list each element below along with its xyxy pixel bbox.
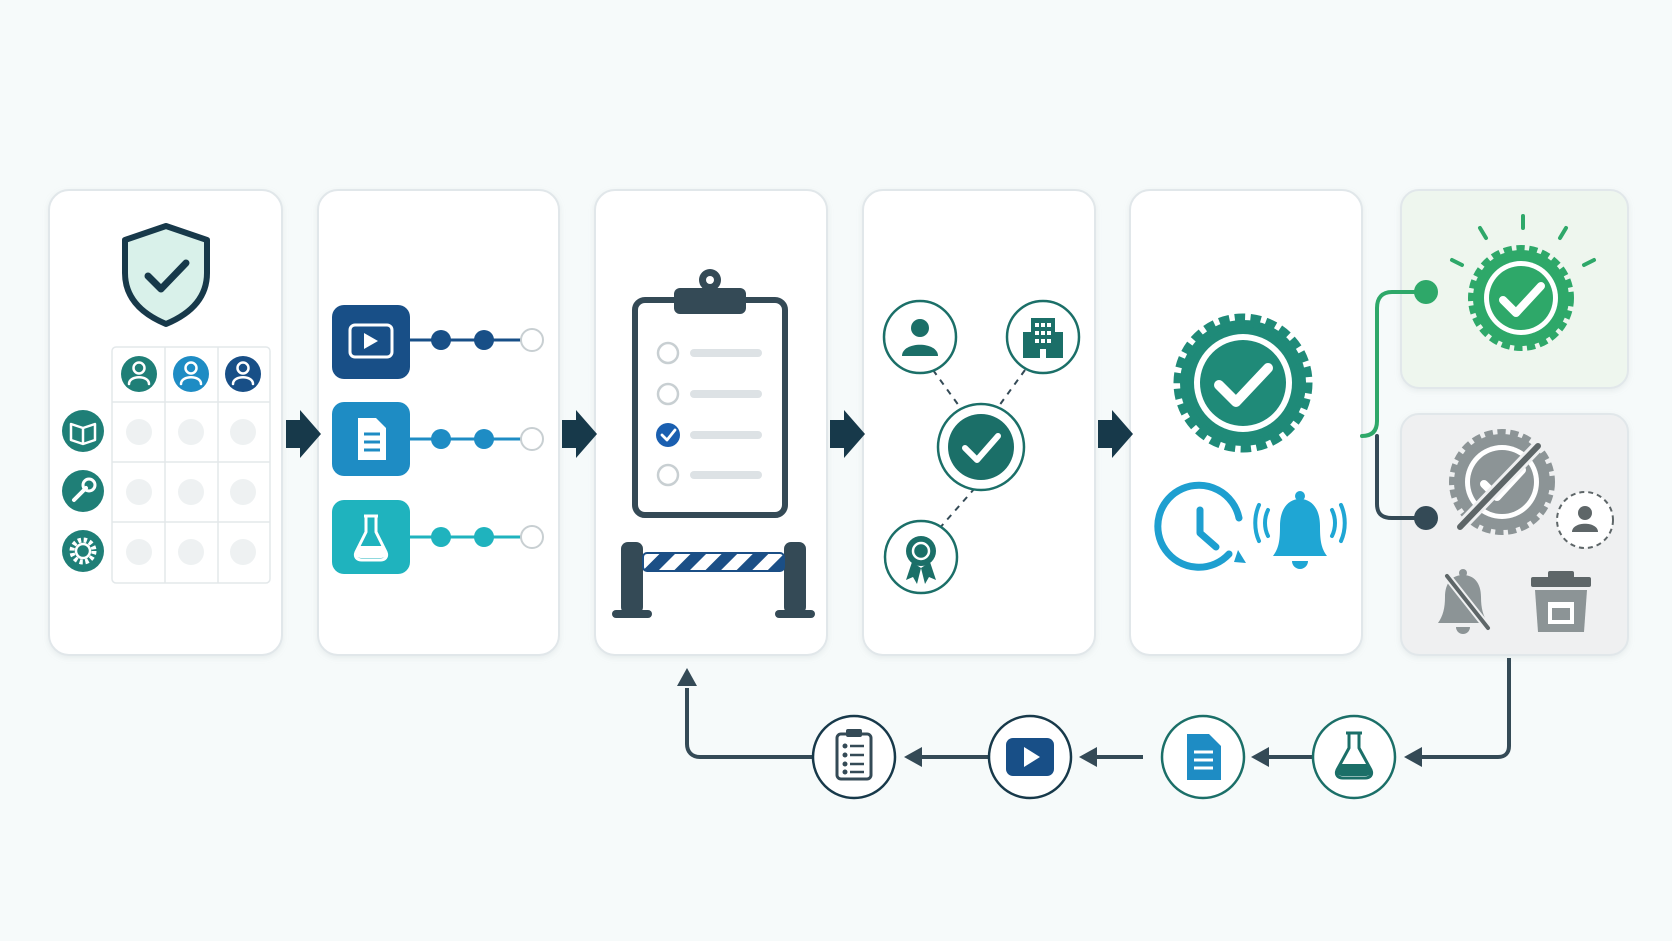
book-icon: [62, 410, 104, 452]
flask-icon: [332, 500, 410, 574]
award-badge-icon: [883, 519, 959, 595]
loop-step-video: [987, 714, 1073, 800]
loop-step-document: [1160, 714, 1246, 800]
branch-node-revoked: [1414, 506, 1438, 530]
wrench-icon: [62, 470, 104, 512]
bell-off-icon: [1438, 569, 1492, 634]
user-icon: [882, 299, 958, 375]
track-lab: [332, 500, 544, 574]
building-icon: [1005, 299, 1081, 375]
matrix-row-icons: [62, 410, 104, 572]
permission-matrix: [111, 346, 271, 584]
gear-icon: [62, 530, 104, 572]
outcome-branch: [1360, 290, 1428, 520]
user-icon: [121, 356, 157, 392]
matrix-cells: [126, 419, 256, 565]
branch-node-success: [1414, 280, 1438, 304]
check-circle-icon: [936, 402, 1026, 492]
badge-slashed-icon: [1449, 429, 1555, 535]
video-icon: [1006, 738, 1054, 776]
verified-badge-icon: [1450, 214, 1596, 351]
arrow-right-icon: [562, 410, 597, 458]
matrix-header-users: [121, 356, 261, 392]
clipboard-icon: [835, 729, 873, 781]
loop-step-lab: [1311, 714, 1397, 800]
user-icon: [1556, 491, 1614, 549]
barrier-gate-icon: [612, 542, 815, 618]
verified-badge-icon: [1173, 313, 1313, 453]
user-icon: [173, 356, 209, 392]
loop-step-checklist: [811, 714, 897, 800]
checklist: [656, 341, 762, 487]
retraining-loop-lines: [685, 658, 1511, 759]
document-icon: [1187, 734, 1221, 780]
track-video: [332, 305, 544, 379]
bell-ringing-icon: [1253, 491, 1347, 569]
arrow-right-icon: [830, 410, 865, 458]
flask-icon: [1334, 731, 1374, 780]
user-icon: [225, 356, 261, 392]
loop-arrowheads: [677, 668, 1422, 767]
track-document: [332, 402, 544, 476]
shield-check-icon: [122, 223, 210, 327]
arrow-right-icon: [1098, 410, 1133, 458]
checkbox-checked-icon: [656, 423, 680, 447]
arrow-right-icon: [286, 410, 321, 458]
clock-icon: [1154, 481, 1246, 571]
network-links: [932, 369, 1026, 531]
trash-icon: [1531, 571, 1591, 632]
